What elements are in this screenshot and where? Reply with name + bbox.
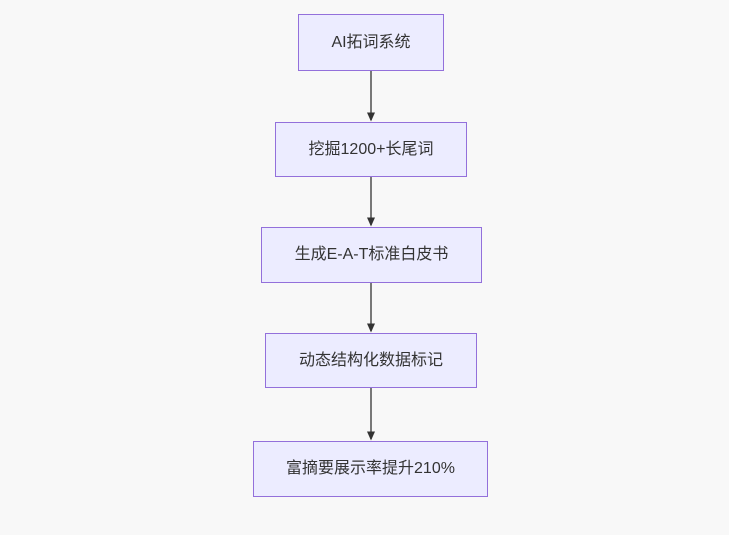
flow-node-label: 生成E-A-T标准白皮书	[294, 246, 449, 264]
flow-node-structured-data: 动态结构化数据标记	[265, 333, 477, 388]
flow-node-label: 动态结构化数据标记	[298, 351, 443, 369]
flow-node-longtail-keywords: 挖掘1200+长尾词	[275, 122, 467, 177]
flow-node-label: AI拓词系统	[331, 33, 411, 51]
flow-node-label: 挖掘1200+长尾词	[308, 140, 434, 158]
flow-node-rich-snippet-result: 富摘要展示率提升210%	[253, 441, 488, 497]
flow-node-label: 富摘要展示率提升210%	[286, 460, 455, 478]
flow-node-eat-whitepaper: 生成E-A-T标准白皮书	[261, 227, 482, 283]
flow-node-ai-system: AI拓词系统	[298, 14, 444, 71]
